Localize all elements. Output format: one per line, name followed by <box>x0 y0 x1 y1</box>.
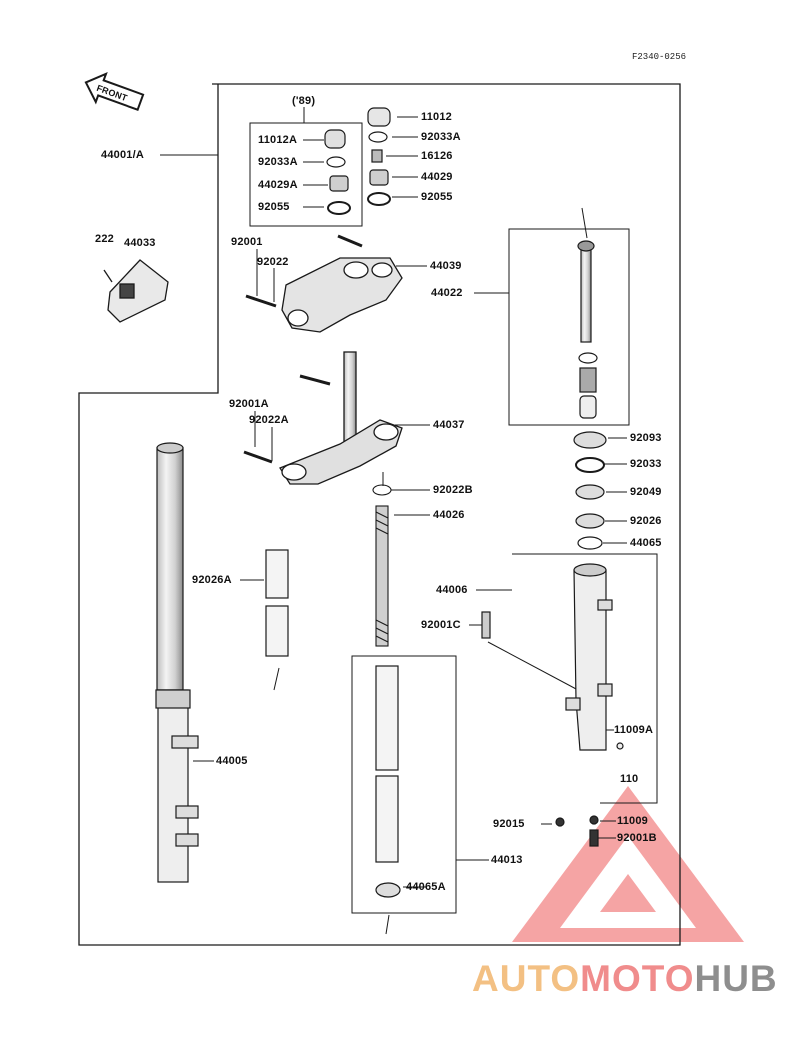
part-44037: 44037 <box>433 419 465 431</box>
part-92001B: 92001B <box>617 832 657 844</box>
part-92026A: 92026A <box>192 574 232 586</box>
part-11012A: 11012A <box>258 134 298 146</box>
part-44039: 44039 <box>430 260 462 272</box>
part-44005: 44005 <box>216 755 248 767</box>
part-44022: 44022 <box>431 287 463 299</box>
box-44013 <box>351 655 457 914</box>
stem-bracket-44037 <box>243 351 403 485</box>
seal-washers <box>573 431 607 550</box>
upper-bracket-44039 <box>245 234 403 333</box>
inner-tube-44013 <box>375 665 401 898</box>
spacer-92026A <box>265 549 289 657</box>
part-44065A: 44065A <box>406 881 446 893</box>
frame-outline <box>78 83 681 946</box>
part-11009A: 11009A <box>614 724 654 736</box>
part-92001: 92001 <box>231 236 263 248</box>
spring-44026 <box>372 484 392 647</box>
outer-tube-44006 <box>481 563 624 847</box>
year-note: ('89) <box>292 95 316 107</box>
part-44006: 44006 <box>436 584 468 596</box>
part-44001A: 44001/A <box>101 149 144 161</box>
watermark-text-3: HUB <box>694 958 778 999</box>
watermark-text-1: AUTO <box>472 958 581 999</box>
part-44033: 44033 <box>124 237 156 249</box>
part-92055: 92055 <box>421 191 453 203</box>
box-44006 <box>512 553 658 804</box>
part-11009: 11009 <box>617 815 648 827</box>
damper-rod-44022 <box>577 240 598 419</box>
part-44013: 44013 <box>491 854 523 866</box>
top-stack-parts <box>324 107 391 215</box>
part-92033A: 92033A <box>421 131 461 143</box>
part-11012: 11012 <box>421 111 452 123</box>
part-44029: 44029 <box>421 171 453 183</box>
part-92026: 92026 <box>630 515 662 527</box>
part-44029A: 44029A <box>258 179 298 191</box>
part-110: 110 <box>620 773 639 785</box>
year-89-box <box>249 122 363 227</box>
part-92022A: 92022A <box>249 414 289 426</box>
front-arrow-icon <box>84 71 145 112</box>
part-92001A: 92001A <box>229 398 269 410</box>
part-92093: 92093 <box>630 432 662 444</box>
fork-leg-44005 <box>155 442 199 883</box>
part-92015: 92015 <box>493 818 525 830</box>
part-92022B: 92022B <box>433 484 473 496</box>
part-92001C: 92001C <box>421 619 461 631</box>
watermark-text-2: MOTO <box>580 958 695 999</box>
watermark-triangle <box>512 786 744 942</box>
part-92049: 92049 <box>630 486 662 498</box>
diagram-code: F2340-0256 <box>632 52 687 62</box>
box-44022 <box>508 228 630 426</box>
bracket-44033 <box>103 259 169 323</box>
part-44065: 44065 <box>630 537 662 549</box>
part-92022: 92022 <box>257 256 289 268</box>
part-92055-box: 92055 <box>258 201 290 213</box>
part-92033: 92033 <box>630 458 662 470</box>
part-16126: 16126 <box>421 150 453 162</box>
watermark-logo: AUTOMOTOHUB <box>472 958 778 1000</box>
part-44026: 44026 <box>433 509 465 521</box>
part-92033A-box: 92033A <box>258 156 298 168</box>
part-222: 222 <box>95 233 114 245</box>
